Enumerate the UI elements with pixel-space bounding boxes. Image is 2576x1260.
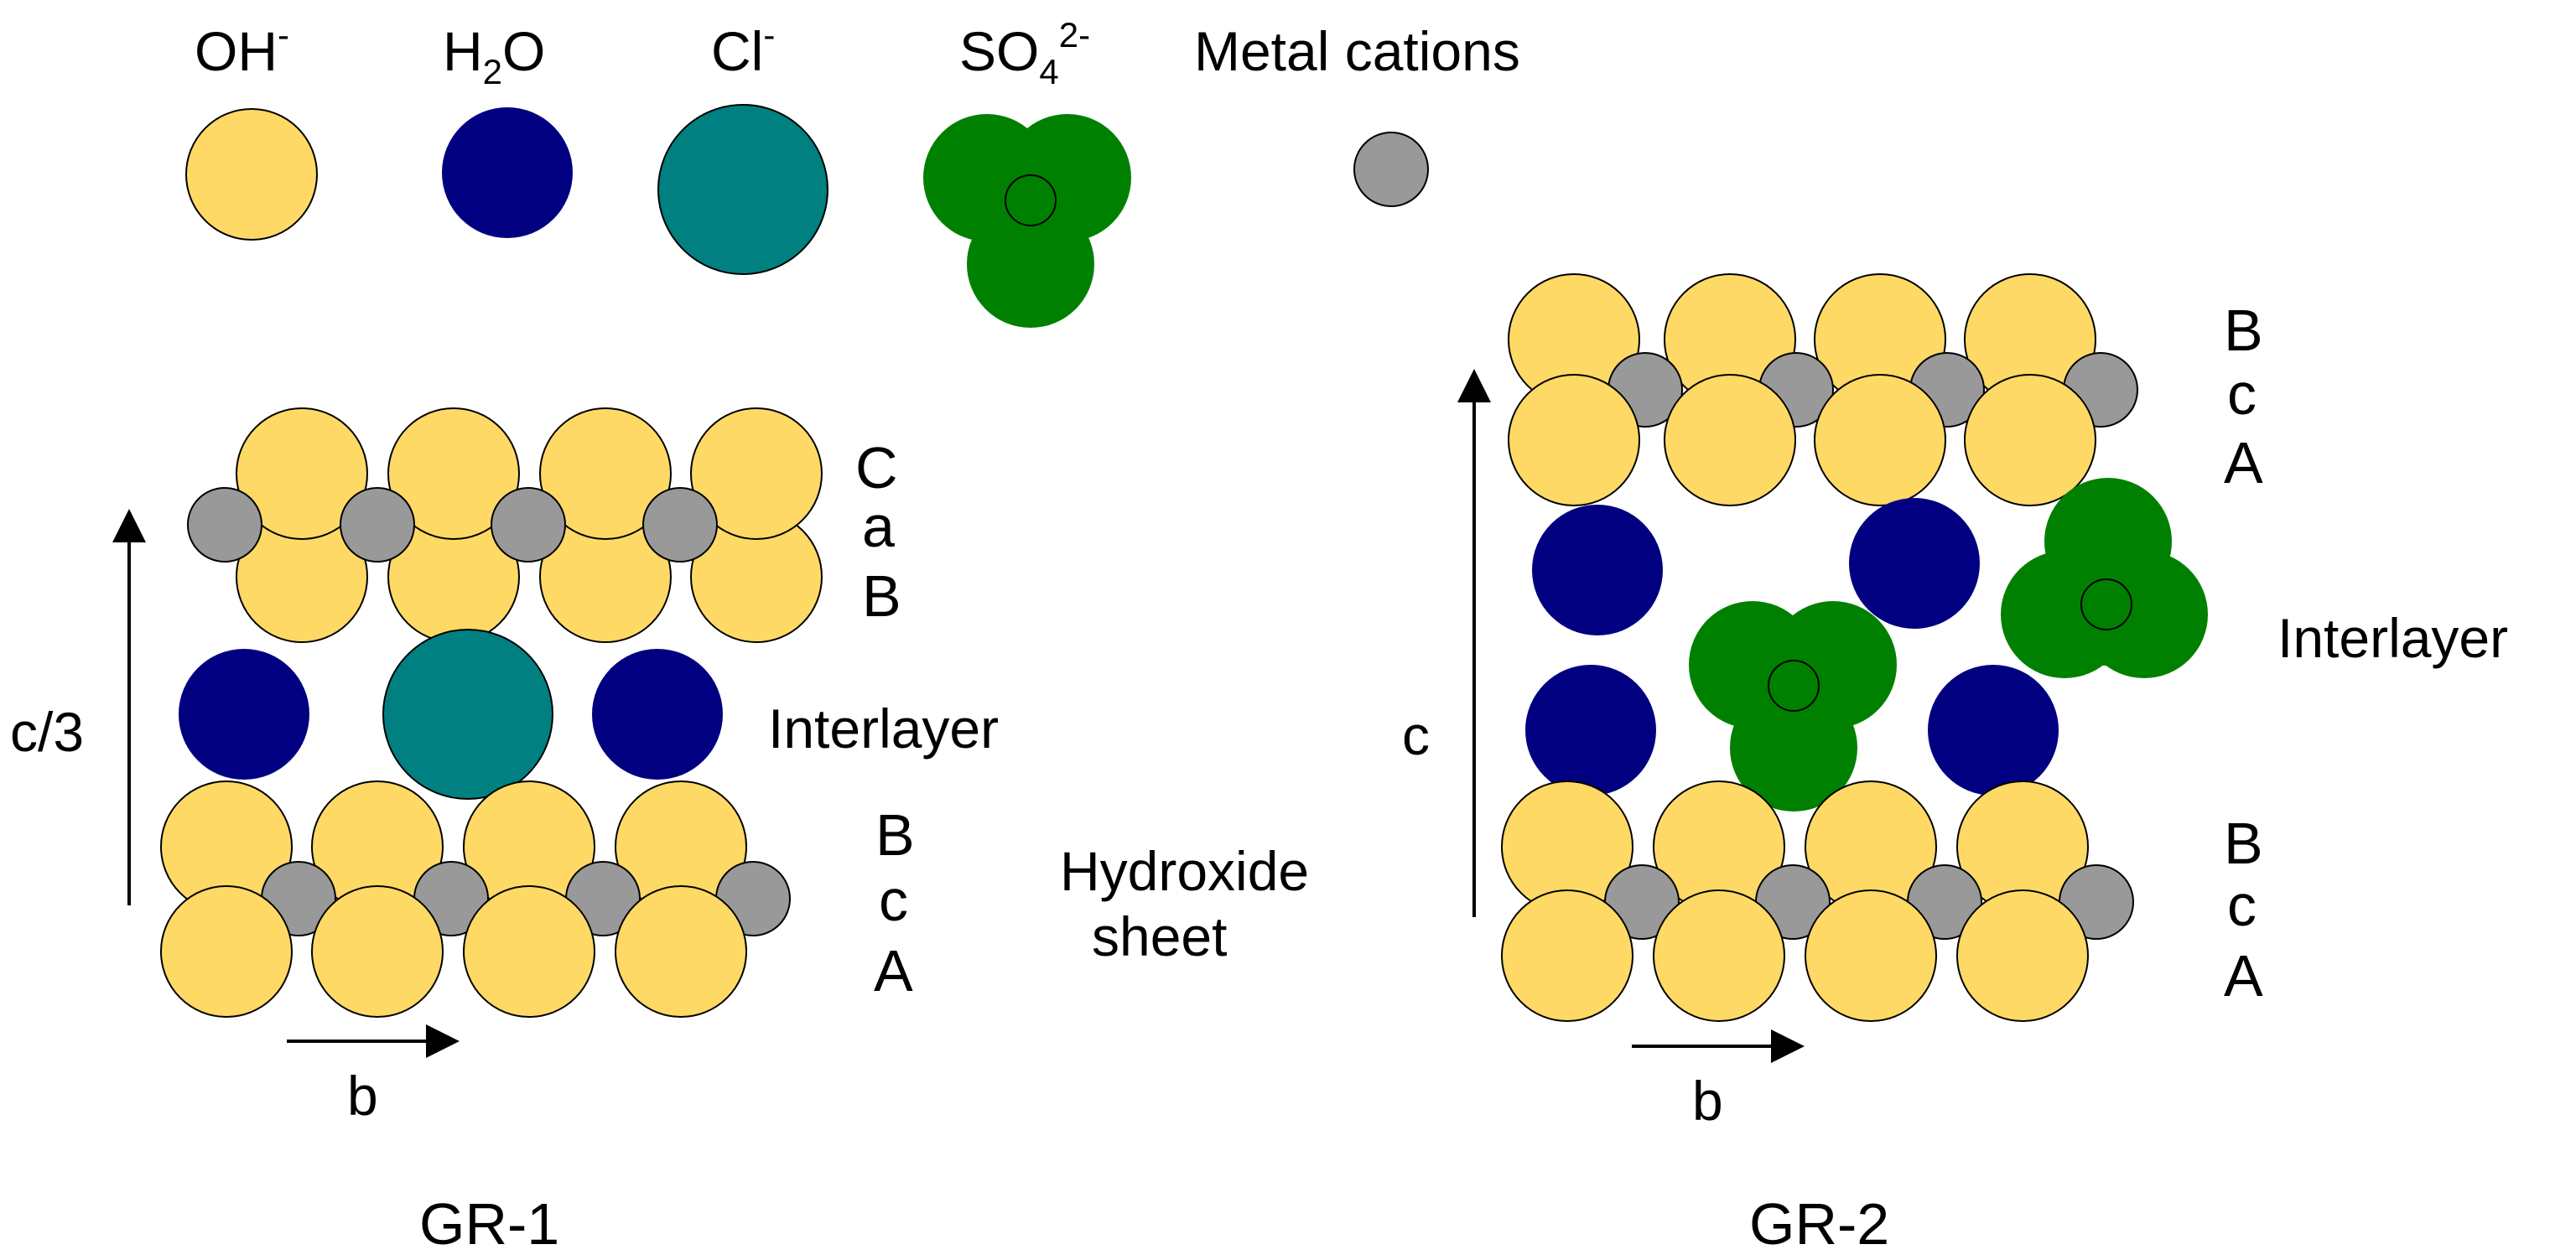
gr2-bottom-stack-3: A [2224, 943, 2263, 1009]
gr1-bottom-stack-1: B [875, 802, 915, 868]
gr1-horizontal-axis-label: b [347, 1065, 378, 1127]
gr1-structure: C a B B c A Interlayer c/3 b GR-1 [10, 407, 999, 1257]
gr2-title: GR-2 [1749, 1191, 1889, 1257]
legend-chloride-ball [657, 104, 828, 275]
gr2-bottom-stack-2: c [2227, 873, 2257, 938]
gr2-sulfate-cluster-1 [1689, 601, 1897, 811]
gr1-top-stack-2: a [862, 494, 895, 559]
gr2-top-stack-2: c [2227, 361, 2257, 427]
gr1-top-sheet [187, 407, 823, 643]
legend-sulfate-cluster [923, 114, 1131, 328]
hydroxide-sheet-label-line1: Hydroxide [1060, 840, 1309, 902]
hydroxide-sheet-label-line2: sheet [1092, 905, 1227, 967]
gr1-bottom-stack-3: A [874, 938, 913, 1003]
gr1-top-stack-3: B [862, 563, 901, 629]
gr2-structure: B c A B c A Interlayer c b GR-2 [1402, 273, 2508, 1257]
gr2-interlayer [1525, 478, 2208, 811]
gr1-bottom-stack-2: c [879, 868, 908, 933]
gr2-horizontal-axis-label: b [1692, 1070, 1723, 1132]
legend-so4-label: SO42- [959, 15, 1090, 91]
gr2-sulfate-cluster-2 [2001, 478, 2208, 678]
gr2-vertical-axis-label: c [1402, 704, 1430, 766]
gr1-interlayer [179, 629, 723, 800]
legend-h2o-label: H2O [443, 20, 545, 91]
gr1-top-stack-1: C [855, 435, 898, 500]
legend-metal-label: Metal cations [1194, 20, 1520, 82]
gr2-top-stack-3: A [2224, 430, 2263, 495]
gr2-bottom-stack-1: B [2224, 811, 2263, 876]
legend-hydroxide-ball [185, 108, 318, 241]
gr1-vertical-axis-label: c/3 [10, 701, 84, 763]
legend-oh-label: OH- [195, 15, 289, 82]
gr1-bottom-sheet [160, 780, 791, 1018]
gr2-top-stack-1: B [2224, 298, 2263, 363]
gr1-interlayer-label: Interlayer [768, 697, 999, 760]
legend-metal-cation-ball [1353, 132, 1429, 207]
legend-cl-label: Cl- [711, 15, 775, 82]
legend: OH- H2O Cl- SO42- Metal cations [185, 15, 1520, 328]
gr2-interlayer-label: Interlayer [2277, 607, 2508, 669]
gr1-title: GR-1 [419, 1191, 559, 1257]
gr2-top-sheet [1508, 273, 2138, 506]
legend-water-ball [442, 107, 573, 238]
gr2-bottom-sheet [1501, 780, 2134, 1022]
